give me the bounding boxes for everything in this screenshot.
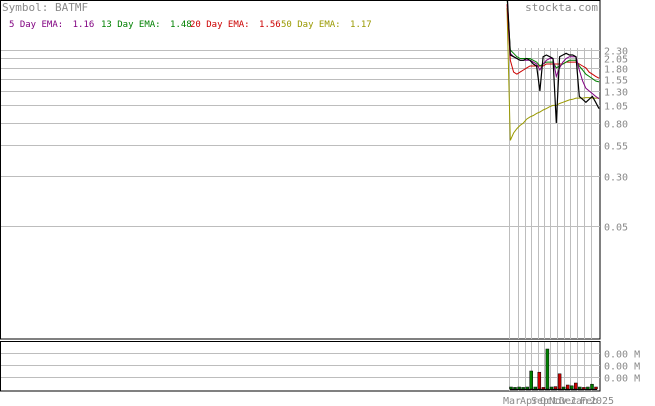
volume-bar-7: [537, 371, 542, 390]
volume-bar-9: [545, 348, 550, 390]
symbol-label: Symbol: BATMF: [2, 1, 88, 14]
price-tick-label-5: 1.05: [604, 102, 628, 113]
volume-bar-2: [517, 386, 521, 390]
series-line-0: [506, 1, 600, 124]
volume-tick-label-1: 0.00 M: [604, 362, 640, 373]
volume-bar-14: [565, 384, 570, 390]
grid-layer: [1, 48, 600, 391]
legend-ema13-value: 1.48: [170, 20, 192, 30]
volume-bar-6: [533, 386, 538, 390]
x-tick-label-0: Mar: [503, 396, 521, 406]
x-tick-label-5: Dec: [559, 396, 577, 406]
legend-ema13: 13 Day EMA: 1.48: [101, 20, 192, 30]
volume-bar-19: [586, 386, 590, 390]
legend-ema20-label: 20 Day EMA:: [190, 20, 250, 30]
panel-frames: [0, 0, 601, 392]
legend-ema50-value: 1.17: [350, 20, 372, 30]
series-layer: [506, 1, 600, 141]
volume-bar-12: [557, 373, 562, 390]
legend-ema50-label: 50 Day EMA:: [281, 20, 341, 30]
series-line-4: [506, 7, 599, 141]
series-line-1: [506, 1, 600, 100]
volume-panel-frame: [0, 341, 601, 392]
legend: 5 Day EMA: 1.16 13 Day EMA: 1.48 20 Day …: [9, 20, 372, 30]
x-tick-label-2: Sep: [531, 396, 549, 406]
volume-tick-label-0: 0.00 M: [604, 350, 640, 361]
legend-ema5-label: 5 Day EMA:: [9, 20, 63, 30]
volume-bar-8: [541, 387, 546, 390]
price-tick-label-7: 0.55: [604, 142, 628, 153]
legend-ema20: 20 Day EMA: 1.56: [190, 20, 281, 30]
price-tick-label-9: 0.05: [604, 223, 628, 234]
x-tick-label-3: Oct: [540, 396, 558, 406]
volume-bar-20: [590, 383, 594, 390]
legend-ema20-value: 1.56: [259, 20, 281, 30]
volume-bar-18: [582, 387, 586, 390]
volume-bar-0: [509, 386, 513, 390]
volume-bar-10: [549, 386, 554, 390]
volume-bar-11: [553, 386, 558, 390]
x-tick-label-6: Jan: [570, 396, 588, 406]
x-tick-label-1: Apr: [520, 396, 538, 406]
legend-ema5-value: 1.16: [73, 20, 95, 30]
x-tick-label-4: Nov: [549, 396, 567, 406]
price-tick-label-6: 0.80: [604, 120, 628, 131]
volume-tick-label-2: 0.00 M: [604, 374, 640, 385]
legend-ema13-label: 13 Day EMA:: [101, 20, 161, 30]
volume-bar-5: [529, 370, 533, 390]
price-tick-label-3: 1.55: [604, 76, 628, 87]
price-tick-label-0: 2.30: [604, 47, 628, 58]
x-tick-label-8: 2025: [590, 396, 614, 406]
legend-ema5: 5 Day EMA: 1.16: [9, 20, 94, 30]
volume-bar-3: [521, 387, 525, 390]
tick-layer: 2.302.051.801.551.30 1.05 0.80 0.55 0.30 0.05…: [503, 47, 640, 406]
volume-bar-17: [578, 386, 582, 390]
volume-bar-4: [525, 386, 529, 390]
price-panel-frame: [0, 0, 601, 340]
x-tick-label-7: Feb: [580, 396, 598, 406]
volume-bar-21: [594, 386, 598, 390]
volume-bar-13: [561, 386, 566, 390]
legend-ema50: 50 Day EMA: 1.17: [281, 20, 372, 30]
price-tick-label-2: 1.80: [604, 65, 628, 76]
price-tick-label-4: 1.30: [604, 88, 628, 99]
price-tick-label-8: 0.30: [604, 173, 628, 184]
volume-bar-16: [574, 382, 578, 390]
watermark: stockta.com: [525, 1, 598, 14]
volume-bar-15: [569, 385, 574, 390]
volume-layer: [509, 348, 598, 390]
price-tick-label-1: 2.05: [604, 55, 628, 66]
volume-bar-1: [513, 387, 517, 390]
